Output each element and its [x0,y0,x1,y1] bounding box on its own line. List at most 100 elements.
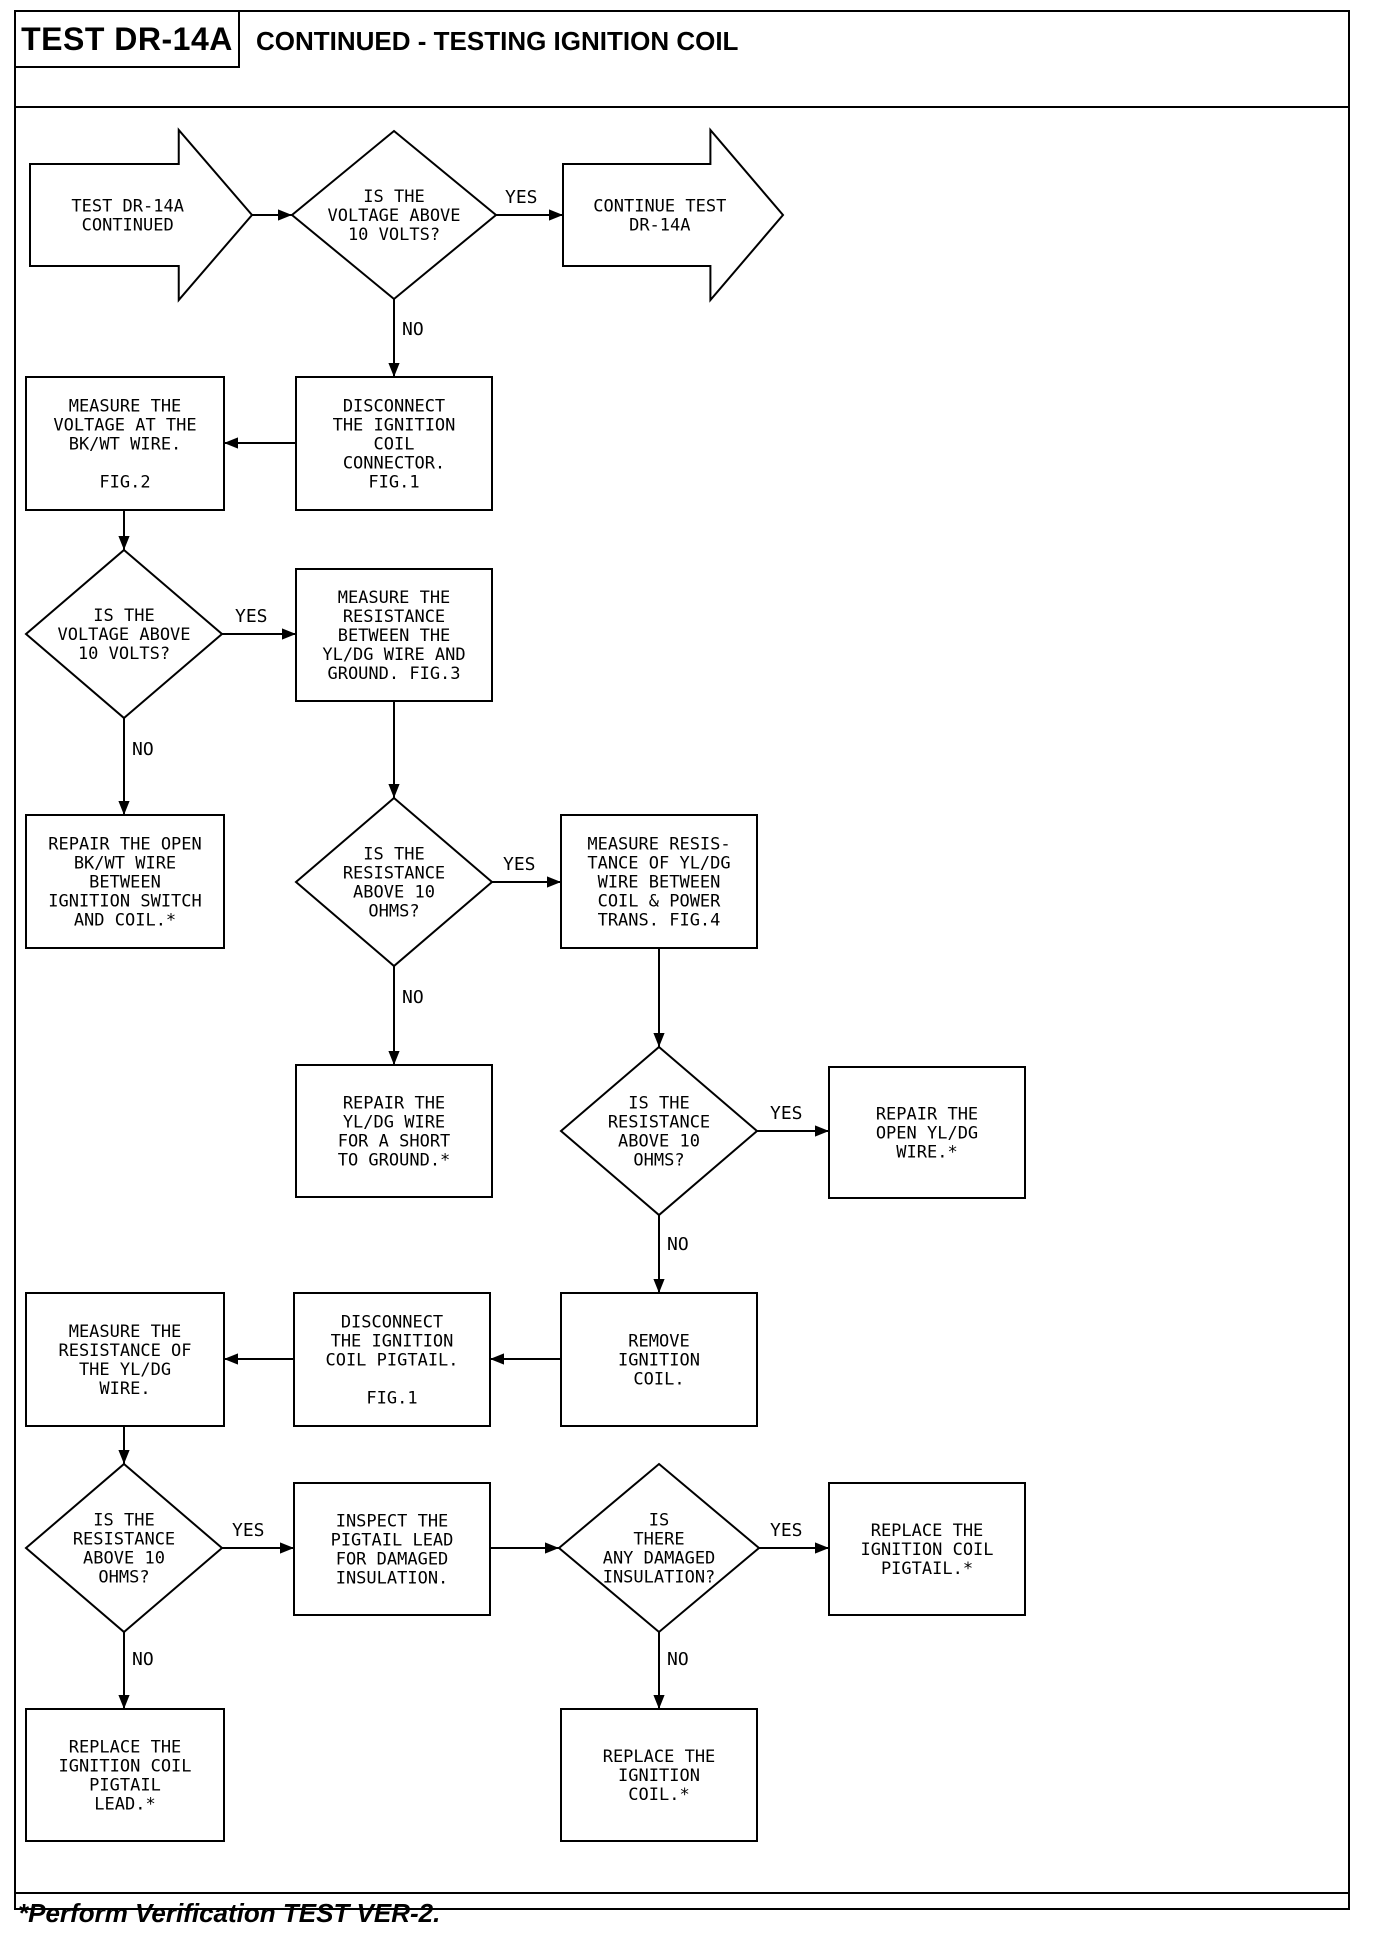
node-text-line: LEAD.* [94,1795,155,1815]
node-text-line: THE YL/DG [79,1360,171,1380]
edge-label-yes: YES [770,1103,803,1124]
node-text-line: IGNITION SWITCH [48,892,202,912]
node-text-line: YL/DG WIRE AND [322,645,465,665]
node-text-line: COIL & POWER [598,892,722,912]
node-text-line: THE IGNITION [333,416,456,436]
edge-label-no: NO [402,987,424,1008]
node-text-line: GROUND. FIG.3 [327,664,460,684]
node-text-line: 10 VOLTS? [348,225,440,245]
node-text-line: ABOVE 10 [83,1549,165,1569]
edge-label-no: NO [132,739,154,760]
node-repair-bk [25,814,225,949]
header-divider [14,106,1350,108]
verification-footnote: *Perform Verification TEST VER-2. [18,1898,441,1928]
node-text-line: BETWEEN [89,873,161,893]
node-text-line: VOLTAGE ABOVE [327,206,460,226]
node-text-line: COIL. [633,1370,684,1390]
node-text-line: IS THE [93,606,154,626]
node-remove-coil [560,1292,758,1427]
node-text-line: FIG.1 [366,1389,417,1409]
node-text-line: VOLTAGE AT THE [53,416,196,436]
edge-label-yes: YES [232,1520,265,1541]
node-text-line: TANCE OF YL/DG [587,854,730,874]
edge-label-yes: YES [235,606,268,627]
node-text-line: TRANS. FIG.4 [598,911,721,931]
node-text-line: RESISTANCE [343,864,445,884]
node-text-line: FOR A SHORT [338,1132,451,1152]
node-text-line: DR-14A [629,216,690,236]
node-text-line: RESISTANCE [343,607,445,627]
node-text-line: BK/WT WIRE. [69,435,182,455]
node-text-line: OHMS? [633,1151,684,1171]
node-disconnect1 [295,376,493,511]
node-text-line: IS [649,1511,669,1531]
node-text-line: FIG.2 [99,473,150,493]
node-text-line: IGNITION [618,1766,700,1786]
node-text-line: WIRE BETWEEN [598,873,721,893]
edge-label-yes: YES [770,1520,803,1541]
node-text-line: WIRE.* [896,1143,957,1163]
node-repair-open [828,1066,1026,1199]
node-text-line: ABOVE 10 [353,883,435,903]
node-text-line: ABOVE 10 [618,1132,700,1152]
node-text-line: RESISTANCE OF [58,1341,191,1361]
edge-label-no: NO [667,1649,689,1670]
node-text-line: VOLTAGE ABOVE [57,625,190,645]
node-text-line: TO GROUND.* [338,1151,451,1171]
node-text-line: YL/DG WIRE [343,1113,445,1133]
node-d6 [557,1462,761,1634]
node-text-line: RESISTANCE [608,1113,710,1133]
node-text-line: IS THE [628,1094,689,1114]
node-text-line: INSULATION? [603,1568,716,1588]
node-text-line: DISCONNECT [343,397,445,417]
edge-label-no: NO [132,1649,154,1670]
node-text-line: AND COIL.* [74,911,176,931]
node-text-line: PIGTAIL.* [881,1559,973,1579]
node-text-line: IS THE [363,845,424,865]
page-frame [14,10,1350,1910]
node-text-line: INSULATION. [336,1569,449,1589]
node-text-line: PIGTAIL LEAD [331,1531,454,1551]
node-text-line: RESISTANCE [73,1530,175,1550]
node-text-line: THE IGNITION [331,1332,454,1352]
node-text-line: CONNECTOR. [343,454,445,474]
node-text-line: OHMS? [98,1568,149,1588]
node-text-line: THERE [633,1530,684,1550]
node-text-line: INSPECT THE [336,1512,449,1532]
node-text-line: TEST DR-14A [71,197,184,217]
node-text-line: IS THE [93,1511,154,1531]
node-d4 [559,1045,759,1217]
node-disconnect2 [293,1292,491,1427]
node-text-line: DISCONNECT [341,1313,443,1333]
node-text-line: PIGTAIL [89,1776,161,1796]
node-repair-short [295,1064,493,1198]
node-text-line: REPAIR THE OPEN [48,835,202,855]
node-text-line: IS THE [363,187,424,207]
node-text-line: FOR DAMAGED [336,1550,449,1570]
node-d3 [294,796,494,968]
node-replace-coil [560,1708,758,1842]
page-title: CONTINUED - TESTING IGNITION COIL [256,26,739,56]
node-text-line: CONTINUED [82,216,174,236]
node-d5 [24,1462,224,1634]
node-text-line: ANY DAMAGED [603,1549,716,1569]
node-replace-lead [25,1708,225,1842]
node-measure-bk [25,376,225,511]
footer-divider [14,1892,1350,1894]
node-start [29,127,254,303]
